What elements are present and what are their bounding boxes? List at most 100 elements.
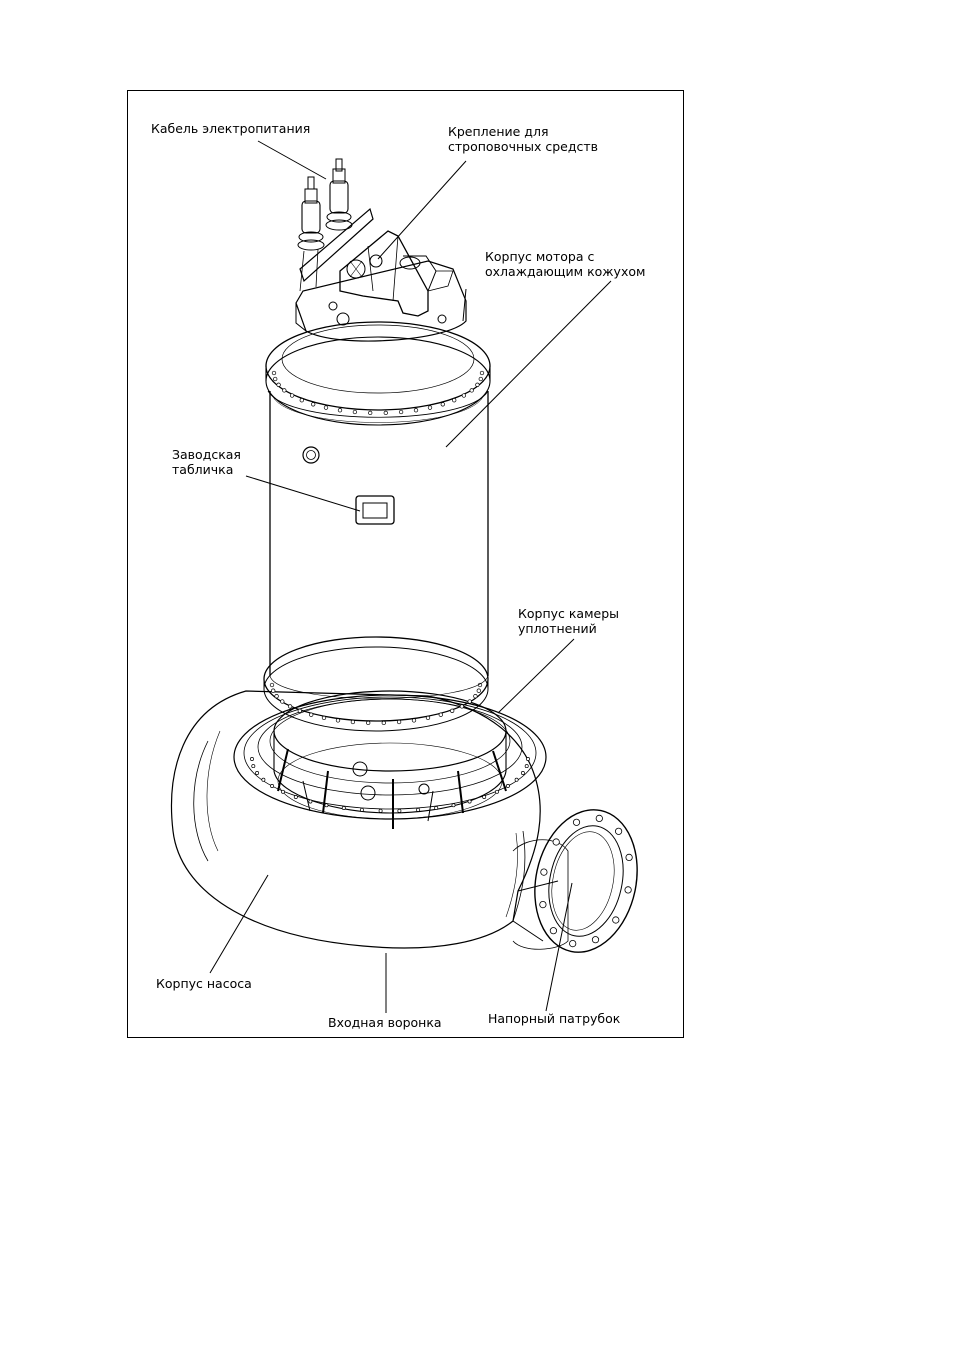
leader-pump-housing <box>210 875 268 973</box>
leader-nameplate <box>246 476 360 511</box>
volute-flange <box>234 695 546 819</box>
pump-housing-shape <box>172 691 558 948</box>
nozzle-bolt <box>613 917 619 923</box>
label-seal-chamber: Корпус камеры уплотнений <box>518 606 619 636</box>
lifting-lug <box>340 231 453 316</box>
bolt <box>435 806 438 809</box>
nozzle-bolt <box>541 869 547 875</box>
bolt <box>439 713 443 717</box>
nozzle-bolt <box>626 854 632 860</box>
bolt <box>525 765 528 768</box>
bolt <box>397 720 401 724</box>
label-nameplate: Заводская табличка <box>172 447 241 477</box>
bolt <box>468 700 472 704</box>
bolt <box>273 377 277 381</box>
leader-power-cable <box>258 141 326 179</box>
pump-drawing <box>128 91 685 1039</box>
bolt <box>270 683 274 687</box>
bolt <box>324 406 328 410</box>
bolt <box>309 713 313 717</box>
leader-sling-mount <box>378 161 466 259</box>
bolt <box>441 403 445 407</box>
label-discharge-nozzle: Напорный патрубок <box>488 1011 620 1026</box>
bolt <box>450 709 454 713</box>
bolt <box>271 784 274 787</box>
bolt <box>275 694 279 698</box>
figure-frame: Кабель электропитания Крепление для стро… <box>127 90 684 1038</box>
bolt <box>476 383 480 387</box>
bolt <box>368 411 372 415</box>
bolt <box>515 778 518 781</box>
nozzle-bolt <box>592 937 598 943</box>
bolt <box>526 757 529 760</box>
bolt <box>281 790 284 793</box>
bolt <box>290 394 294 398</box>
bolt <box>495 790 498 793</box>
bolt <box>480 371 484 375</box>
motor-top-flange <box>266 322 490 425</box>
label-pump-housing: Корпус насоса <box>156 976 252 991</box>
bolt <box>351 720 355 724</box>
bolt <box>366 721 370 725</box>
label-inlet-funnel: Входная воронка <box>328 1015 442 1030</box>
bolt <box>452 398 456 402</box>
bolt <box>417 808 420 811</box>
bolt <box>521 771 524 774</box>
nozzle-bolt <box>550 928 556 934</box>
bolt <box>300 398 304 402</box>
bolt <box>256 771 259 774</box>
bolt <box>474 694 478 698</box>
nozzle-bolt <box>553 839 559 845</box>
power-cable-shape <box>298 159 373 291</box>
bolt <box>250 757 253 760</box>
bolt <box>452 804 455 807</box>
bolt <box>384 411 388 415</box>
bolt <box>506 784 509 787</box>
leader-seal-chamber <box>498 639 574 713</box>
label-sling-mount: Крепление для строповочных средств <box>448 124 598 154</box>
bolt <box>294 795 297 798</box>
bolt <box>338 408 342 412</box>
bolt <box>322 716 326 720</box>
label-motor-housing: Корпус мотора с охлаждающим кожухом <box>485 249 645 279</box>
bolt <box>428 406 432 410</box>
discharge-nozzle-shape <box>513 800 650 962</box>
bolt <box>277 383 281 387</box>
bolt <box>398 809 401 812</box>
leader-motor-housing <box>446 281 611 447</box>
nozzle-bolt <box>625 887 631 893</box>
bolt <box>298 709 302 713</box>
bolt <box>426 716 430 720</box>
bolt <box>252 765 255 768</box>
nozzle-bolt <box>570 940 576 946</box>
bolt <box>262 778 265 781</box>
bolt <box>325 804 328 807</box>
bolt <box>399 410 403 414</box>
bolt <box>468 800 471 803</box>
bolt <box>342 806 345 809</box>
bolt <box>477 689 481 693</box>
bolt <box>311 403 315 407</box>
bolt <box>283 389 287 393</box>
bolt <box>271 689 275 693</box>
bolt <box>483 795 486 798</box>
bolt <box>479 377 483 381</box>
bolt <box>460 705 464 709</box>
bolt <box>462 394 466 398</box>
bolt <box>470 389 474 393</box>
bolt <box>272 371 276 375</box>
bolt <box>336 719 340 723</box>
motor-lower-flange <box>264 637 488 731</box>
bolt <box>360 808 363 811</box>
nozzle-bolt <box>615 828 621 834</box>
bolt <box>281 700 285 704</box>
bolt <box>309 800 312 803</box>
nozzle-bolt <box>540 901 546 907</box>
bolt <box>414 408 418 412</box>
nozzle-bolt <box>596 815 602 821</box>
nozzle-bolt <box>573 819 579 825</box>
bolt <box>353 410 357 414</box>
bolt <box>379 809 382 812</box>
bolt <box>382 721 386 725</box>
bolt <box>288 705 292 709</box>
